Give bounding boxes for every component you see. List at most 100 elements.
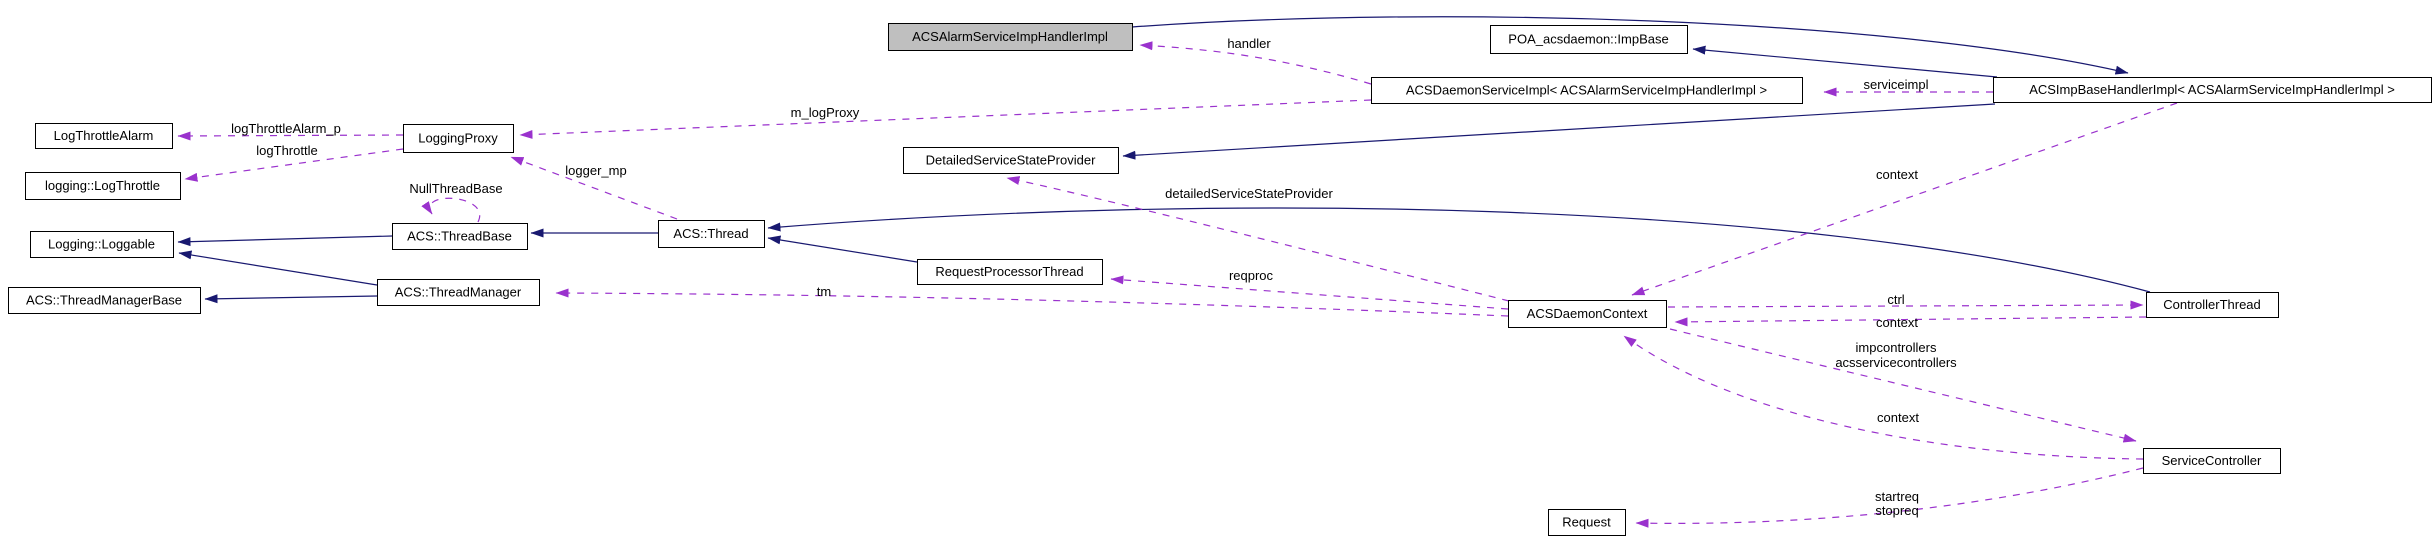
edge-label: startreq [1875,489,1919,504]
class-name-label: ServiceController [2162,453,2262,468]
class-name-label: ACS::Thread [673,226,748,241]
inheritance-arrow [1122,103,1996,160]
class-name-label: POA_acsdaemon::ImpBase [1508,32,1668,47]
class-box[interactable] [888,23,1133,51]
edge-acsdaemonserviceimpl-to-loggingproxy: m_logProxy [519,99,1372,139]
edge-label: impcontrollers [1856,340,1937,355]
class-box[interactable] [392,223,528,250]
inheritance-arrow [1692,45,1998,78]
class-box[interactable] [8,287,201,314]
edge-subject-to-acsimpbasehandlerimpl [1131,16,2129,75]
usage-arrow [1139,41,1372,85]
class-name-label: ControllerThread [2163,297,2261,312]
edge-label: context [1876,167,1918,182]
class-node-acs-thread[interactable]: ACS::Thread [658,220,765,248]
class-node-acsalarmserviceimphandlerimpl[interactable]: ACSAlarmServiceImpHandlerImpl [888,23,1133,51]
edge-thread-to-loggingproxy: logger_mp [510,156,678,220]
class-box[interactable] [30,231,174,258]
class-node-detailedservicestateprovider[interactable]: DetailedServiceStateProvider [903,147,1119,174]
class-node-acs-threadbase[interactable]: ACS::ThreadBase [392,223,528,250]
edge-servicecontroller-to-acsdaemoncontext: context [1623,335,2144,460]
class-node-request[interactable]: Request [1548,509,1626,536]
class-node-acs-threadmanager[interactable]: ACS::ThreadManager [377,279,540,306]
edge-acsdaemonserviceimpl-to-subject: handler [1139,36,1372,85]
edge-threadbase-self-loop: NullThreadBase [409,181,503,223]
inheritance-arrow [767,207,2151,293]
class-node-logging-loggable[interactable]: Logging::Loggable [30,231,174,258]
edge-label: context [1876,315,1918,330]
class-name-label: RequestProcessorThread [935,264,1083,279]
edge-label: m_logProxy [791,105,860,120]
class-node-poa-acsdaemon-impbase[interactable]: POA_acsdaemon::ImpBase [1490,25,1688,54]
edge-label: logger_mp [565,163,626,178]
usage-arrow [519,99,1372,139]
class-name-label: ACS::ThreadManager [395,285,522,300]
class-name-label: ACS::ThreadManagerBase [26,293,182,308]
inheritance-arrow [204,294,378,304]
class-box[interactable] [658,220,765,248]
class-node-logging-logthrottle[interactable]: logging::LogThrottle [25,172,181,200]
edge-label: logThrottle [256,143,317,158]
edge-acsdaemoncontext-to-detailedservicestateprovider: detailedServiceStateProvider [1006,176,1510,302]
edge-label: reqproc [1229,268,1274,283]
class-box[interactable] [1993,77,2432,103]
class-node-acsdaemoncontext[interactable]: ACSDaemonContext [1508,300,1667,328]
class-node-acs-threadmanagerbase[interactable]: ACS::ThreadManagerBase [8,287,201,314]
class-box[interactable] [1371,77,1803,104]
usage-arrow [1006,176,1510,302]
edge-acsimpbase-to-acsdaemonserviceimpl: serviceimpl [1823,77,1993,97]
edge-acsdaemoncontext-to-controllerthread: ctrl [1667,292,2144,310]
usage-arrow [555,288,1509,317]
usage-arrow [1667,300,2144,310]
edge-label: logThrottleAlarm_p [231,121,341,136]
usage-arrow [510,156,678,220]
class-node-acsdaemonserviceimpl[interactable]: ACSDaemonServiceImpl< ACSAlarmServiceImp… [1371,77,1803,104]
edge-requestprocessorthread-to-thread [767,235,918,263]
class-box[interactable] [917,259,1103,285]
usage-arrow [1110,275,1509,310]
class-name-label: Request [1562,515,1611,530]
edge-acsdaemoncontext-to-threadmanager: tm [555,284,1509,317]
class-node-controllerthread[interactable]: ControllerThread [2146,292,2279,318]
usage-arrow [177,131,404,141]
class-node-acsimpbasehandlerimpl[interactable]: ACSImpBaseHandlerImpl< ACSAlarmServiceIm… [1993,77,2432,103]
edge-label: serviceimpl [1863,77,1928,92]
edge-threadmanager-to-loggable [178,250,378,286]
edge-label: NullThreadBase [409,181,502,196]
class-box[interactable] [35,123,173,149]
class-name-label: ACSImpBaseHandlerImpl< ACSAlarmServiceIm… [2029,82,2395,97]
edge-label: ctrl [1887,292,1904,307]
edge-label: handler [1227,36,1271,51]
class-box[interactable] [2146,292,2279,318]
class-box[interactable] [903,147,1119,174]
class-box[interactable] [25,172,181,200]
class-box[interactable] [377,279,540,306]
class-node-servicecontroller[interactable]: ServiceController [2143,448,2281,474]
class-node-requestprocessorthread[interactable]: RequestProcessorThread [917,259,1103,285]
class-box[interactable] [1548,509,1626,536]
usage-arrow [184,148,404,182]
edge-controllerthread-to-acsdaemoncontext: context [1674,315,2147,330]
edge-controllerthread-to-thread [767,207,2151,293]
edge-acsdaemoncontext-to-requestprocessorthread: reqproc [1110,268,1509,310]
usage-arrow [1635,467,2144,528]
class-box[interactable] [2143,448,2281,474]
usage-arrow [1631,102,2178,296]
class-node-logthrottlealarm[interactable]: LogThrottleAlarm [35,123,173,149]
class-box[interactable] [403,124,514,153]
edge-label: stopreq [1875,503,1918,518]
class-box[interactable] [1490,25,1688,54]
edge-label: acsservicecontrollers [1835,355,1957,370]
usage-arrow [1623,335,2144,460]
class-box[interactable] [1508,300,1667,328]
edge-loggingproxy-to-logthrottle: logThrottle [184,143,404,182]
inheritance-arrow [178,250,378,286]
edge-loggingproxy-to-logthrottlealarm: logThrottleAlarm_p [177,121,404,141]
edge-label: detailedServiceStateProvider [1165,186,1333,201]
usage-arrow [1674,316,2147,327]
class-name-label: ACSAlarmServiceImpHandlerImpl [912,29,1108,44]
class-node-loggingproxy[interactable]: LoggingProxy [403,124,514,153]
